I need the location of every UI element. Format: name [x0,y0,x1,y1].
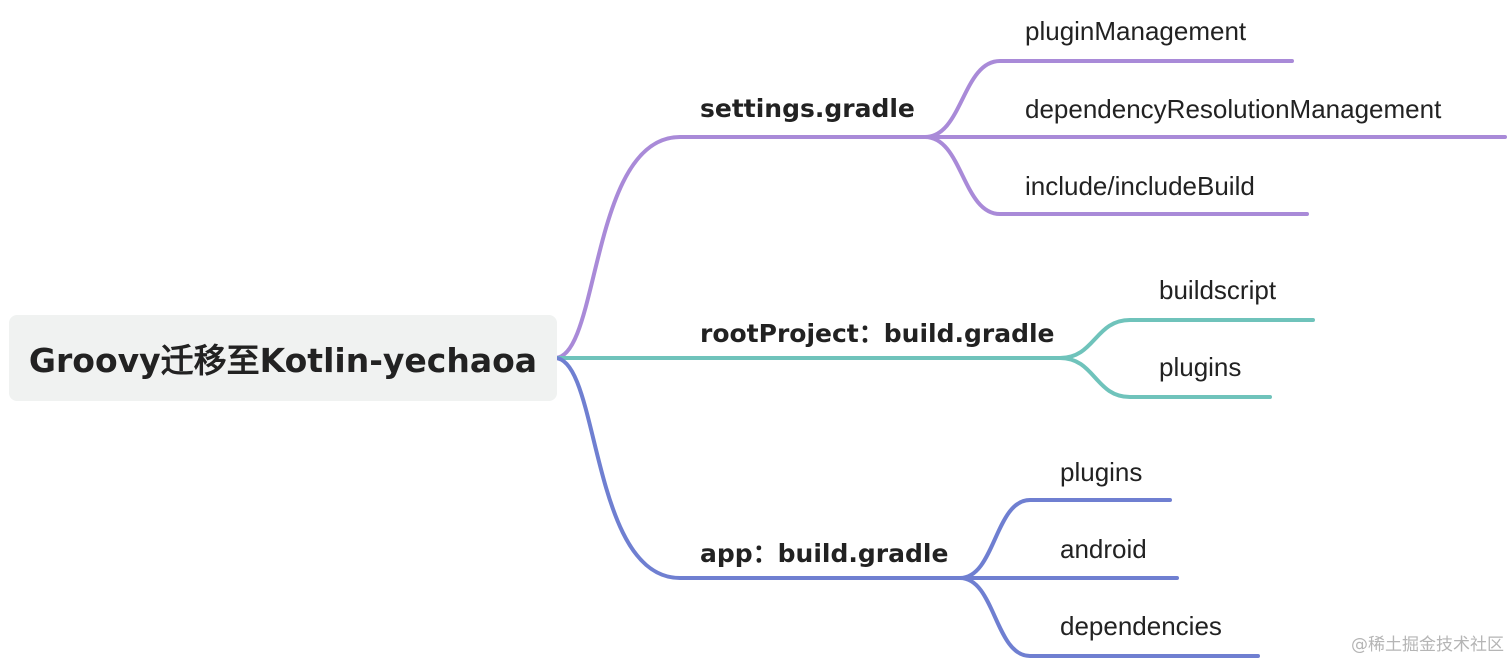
leaf-dependency-resolution-management[interactable]: dependencyResolutionManagement [1025,94,1442,124]
leaf-connector-1-0 [1058,318,1315,360]
branch-connector-2 [553,356,962,580]
branch-app-build-gradle[interactable]: app：build.gradle [700,539,949,568]
root-node[interactable]: Groovy迁移至Kotlin-yechaoa [9,315,557,401]
leaf-connector-1-1 [1058,356,1272,399]
leaf-connector-0-0 [923,59,1294,139]
leaf-plugin-management[interactable]: pluginManagement [1025,16,1247,46]
leaf-root-plugins[interactable]: plugins [1159,352,1242,382]
leaf-buildscript[interactable]: buildscript [1159,275,1277,305]
leaf-connector-2-0 [958,498,1172,580]
branch-connector-0 [553,135,927,360]
leaf-dependencies[interactable]: dependencies [1060,611,1222,641]
watermark: @稀土掘金技术社区 [1351,635,1504,655]
leaf-include-build[interactable]: include/includeBuild [1025,171,1255,201]
leaf-app-plugins[interactable]: plugins [1060,457,1143,487]
leaf-android[interactable]: android [1060,534,1147,564]
leaf-connector-0-2 [923,135,1309,216]
branch-settings-gradle[interactable]: settings.gradle [700,94,915,123]
branch-root-project-build-gradle[interactable]: rootProject：build.gradle [700,319,1055,348]
leaf-connector-2-2 [958,576,1260,658]
root-label: Groovy迁移至Kotlin-yechaoa [28,341,538,380]
